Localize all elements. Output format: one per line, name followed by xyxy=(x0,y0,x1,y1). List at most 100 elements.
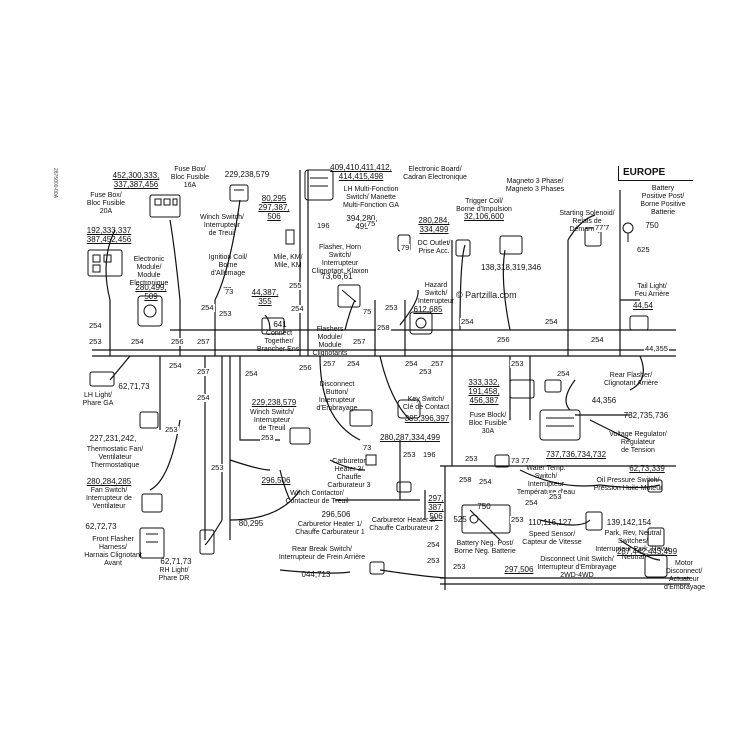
wire-number: 625 xyxy=(636,245,651,254)
wire-number: 254 xyxy=(590,335,605,344)
winch-switch-top-parts: 229,238,579 xyxy=(224,170,270,179)
fuse-box-16a-parts: 452,300,333, 337,387,456 xyxy=(112,171,160,189)
trigger-coil-label: Trigger Coil/ Borne d'Impulsion xyxy=(456,198,512,213)
wire-number: 254 xyxy=(290,304,305,313)
fuse-box-icon xyxy=(149,194,181,218)
wire-number: 254 xyxy=(168,361,183,370)
wire-number: 254 xyxy=(426,540,441,549)
wire-number: 254 xyxy=(196,393,211,402)
wire-number: 253 xyxy=(426,556,441,565)
wire-number: 75 xyxy=(362,307,373,316)
connector-icon xyxy=(285,229,295,245)
light-icon xyxy=(629,315,649,331)
flasher-horn-parts: 73,66,61 xyxy=(321,272,353,281)
electronic-board-label: Electronic Board/ Cadran Electronique xyxy=(403,166,467,181)
connector-icon xyxy=(455,239,471,257)
key-switch-parts-2: 280,287,334,499 xyxy=(379,433,441,442)
rh-light-label: RH Light/ Phare DR xyxy=(158,567,190,582)
relay-icon xyxy=(644,554,668,578)
oil-pressure-label: Oil Pressure Switch/ Pression Huile Mote… xyxy=(593,477,663,492)
wire-number: 253 xyxy=(88,337,103,346)
wire-number: 196 xyxy=(316,221,331,230)
side-code: 2875000-00A xyxy=(52,168,58,199)
fan-switch-label: Fan Switch/ Interrupteur de Ventilateur xyxy=(86,487,132,510)
components xyxy=(87,169,668,578)
sensor-icon xyxy=(494,454,510,468)
wire-number: 253 xyxy=(164,425,179,434)
tail-light-label: Tail Light/ Feu Arrière xyxy=(634,283,670,298)
wire-number: 254 xyxy=(404,359,419,368)
thermostatic-fan-label: Thermostatic Fan/ Ventilateur Thermostat… xyxy=(86,446,144,469)
voltage-reg-parts-2: 737,736,734,732 xyxy=(545,450,607,459)
lh-multi-parts: 394,280, 499 xyxy=(346,214,378,231)
lh-light-label: LH Light/ Phare GA xyxy=(82,392,114,407)
wire-number: 253 xyxy=(418,367,433,376)
carb-heater1-label: Carburetor Heater 1/ Chauffe Carburateur… xyxy=(295,521,365,536)
front-flasher-parts: 62,72,73 xyxy=(85,522,117,531)
wire-number: 75 xyxy=(366,219,377,228)
rear-brake-parts: 044,713 xyxy=(301,570,331,579)
wire-number: 254 xyxy=(200,303,215,312)
fuse-box-20a-label: Fuse Box/ Bloc Fusible 20A xyxy=(86,192,126,215)
wire-number: 253 xyxy=(452,562,467,571)
voltage-reg-label: Voltage Regulator/ Régulateur de Tension xyxy=(609,431,667,454)
wire-number: 77 xyxy=(600,223,611,232)
wire-number: 73 xyxy=(362,443,373,452)
connect-together-parts: 641 xyxy=(273,320,287,329)
wire-number: 254 xyxy=(244,369,259,378)
winch-switch-mid-label: Winch Switch/ Interrupteur de Treuil xyxy=(250,409,294,432)
mile-km-parts: 80,295 297,387, 506 xyxy=(258,194,290,221)
wire-number: 253 xyxy=(384,303,399,312)
wire-number: 253 xyxy=(510,515,525,524)
fuse-block-parts: 333,332, 191,458, 456,387 xyxy=(468,378,500,405)
wire-number: 253 xyxy=(260,433,275,442)
region-label: EUROPE xyxy=(618,166,693,181)
wire-number: 254 xyxy=(524,498,539,507)
fuse-box-icon xyxy=(87,249,123,277)
wire-number: 73 xyxy=(510,456,521,465)
relay-icon xyxy=(539,409,581,441)
rh-light-parts: 62,71,73 xyxy=(160,557,192,566)
wire-number: 253 xyxy=(210,463,225,472)
carb-heater3-label: Carburetor Heater 3/ Chauffe Carburateur… xyxy=(327,458,371,489)
voltage-reg-parts: 732,735,736 xyxy=(623,411,669,420)
wire-number: 254 xyxy=(556,369,571,378)
flashers-module-label: Flashers Module/ Module Clignotants xyxy=(312,326,348,357)
electronic-board-parts: 409,410,411,412, 414,415,498 xyxy=(330,163,392,181)
connector-icon xyxy=(499,235,523,255)
rear-brake-label: Rear Break Switch/ Interrupteur de Frein… xyxy=(278,546,366,561)
trigger-coil-parts: 32,106,600 xyxy=(463,212,505,221)
wire-number: 196 xyxy=(422,450,437,459)
wire-number: 254 xyxy=(544,317,559,326)
fan-switch-parts: 280,284,285 xyxy=(86,477,132,486)
wire-number: 257 xyxy=(352,337,367,346)
battery-terminal-icon xyxy=(622,222,634,242)
battery-pos-parts: 750 xyxy=(645,221,659,230)
fuse-box-16a-label: Fuse Box/ Bloc Fusible 16A xyxy=(170,166,210,189)
magneto-parts: 138,318,319,346 xyxy=(480,263,542,272)
wire-number: 258 xyxy=(376,323,391,332)
wire-number: 44,355 xyxy=(644,344,669,353)
ignition-coil-parts: 44,387, 355 xyxy=(251,288,279,306)
sensor-icon xyxy=(585,511,603,531)
rear-flasher-label: Rear Flasher/ Clignotant Arrière xyxy=(603,372,659,387)
watermark: © Partzilla.com xyxy=(456,290,517,300)
starting-solenoid-label: Starting Solenoid/ Relais de Démarrage xyxy=(559,210,615,233)
switch-icon xyxy=(397,399,421,419)
speed-sensor-parts: 110,116,127 xyxy=(528,518,572,527)
carb-heater2-parts: 297, 387, 506 xyxy=(428,494,444,521)
winch-switch-mid-parts: 229,238,579 xyxy=(251,398,297,407)
lh-light-parts: 62,71,73 xyxy=(118,382,150,391)
wire-number: 257 xyxy=(196,367,211,376)
sensor-icon xyxy=(647,479,663,493)
connector-icon xyxy=(139,527,165,559)
winch-contactor-label: Winch Contactor/ Contacteur de Treuil xyxy=(285,490,349,505)
switch-icon xyxy=(289,427,311,445)
wire-number: 77 xyxy=(594,223,605,232)
tail-light-parts: 44,54 xyxy=(632,301,654,310)
rear-flasher-parts: 44,356 xyxy=(591,396,617,405)
wire-number: 254 xyxy=(478,477,493,486)
disconnect-unit-parts: 297,506 xyxy=(504,565,534,574)
hazard-parts: 612,685 xyxy=(413,305,443,314)
